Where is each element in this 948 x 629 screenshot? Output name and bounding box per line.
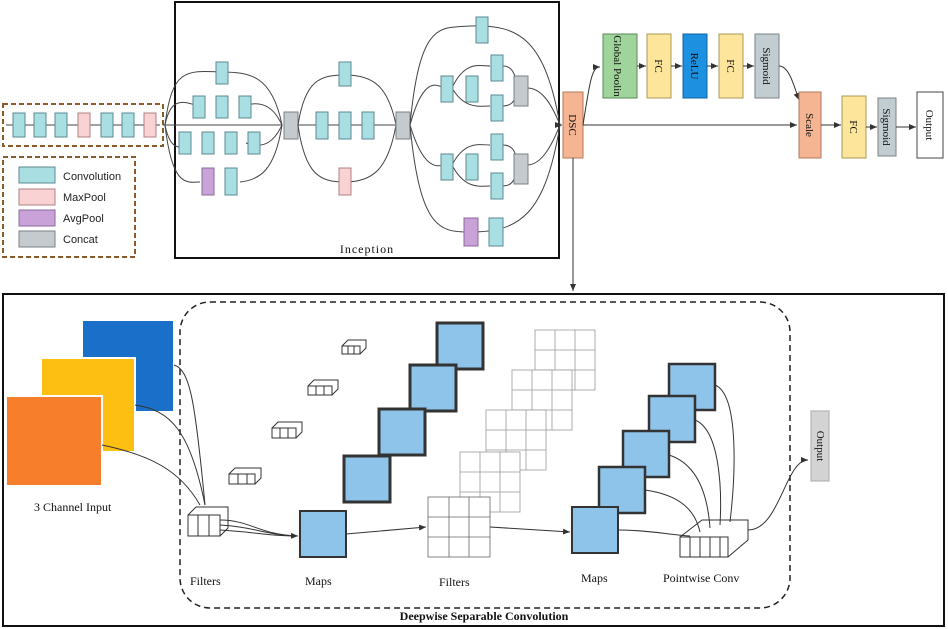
input-layer-strip [2,103,164,147]
se-fc1-box [646,33,672,99]
legend-label-concat: Concat [63,234,98,246]
head-output-box [916,91,944,159]
inc1-avgpool [201,167,215,196]
head-output-label: Output [923,110,935,141]
inc1-conv-r4 [224,167,238,196]
strip-conv-1 [12,112,26,138]
inc3-conv-b1d [490,94,504,122]
se-relu-label: ReLU [688,53,700,80]
inc2-concat [395,111,411,140]
dsc-output-box [810,410,830,482]
input-channel-orange [5,395,103,487]
inc3-conv-b2d [490,172,504,200]
scale-label: Scale [803,113,815,137]
dsc-node: DSC [562,91,584,159]
filters-label-2: Filters [439,575,470,589]
dsc-panel-title: Deepwise Separable Convolution [400,609,569,623]
filter-cuboids [228,339,367,485]
legend-label-maxpool: MaxPool [63,192,106,204]
legend-swatch-maxpool [18,188,56,206]
inc3-concat-2 [513,153,529,185]
se-sigmoid-label: Sigmoid [760,47,772,85]
inc1-conv-top [215,61,229,85]
legend-swatch-convolution [18,166,56,184]
maps-stack-2 [571,362,717,554]
inc3-avgpool [463,217,479,247]
maps-stack-1 [299,321,485,558]
inc1-conv-r3d [247,131,261,155]
pointwise-stack [679,519,749,558]
filters-stack-1 [187,506,229,537]
inc2-conv-top [338,61,352,87]
head-fc-box [841,95,867,159]
se-sigmoid-box [754,33,780,99]
inc1-conv-r3a [178,131,192,155]
head-block: Scale FC Sigmoid Output [798,91,944,159]
dsc-output-label: Output [814,431,826,462]
legend-label-avgpool: AvgPool [63,213,104,225]
inc3-conv-b2b [465,153,479,181]
inc1-conv-r3b [201,131,215,155]
inc2-maxpool [338,167,352,196]
legend-label-convolution: Convolution [63,171,121,183]
strip-conv-5 [121,112,135,138]
maps-label-2: Maps [581,571,608,585]
legend-swatch-avgpool [18,209,56,227]
inc3-conv-bottom [488,217,504,247]
head-fc-label: FC [847,120,859,133]
strip-conv-3 [54,112,68,138]
maps-label-1: Maps [305,574,332,588]
inc3-conv-b1a [440,75,454,103]
se-fc2-label: FC [724,59,736,72]
inception-title: Inception [340,242,394,256]
inc3-conv-top [475,16,489,44]
legend-swatch-concat [18,230,56,248]
inc2-conv-b [338,111,352,140]
pointwise-label: Pointwise Conv [663,571,739,585]
inc3-conv-b1c [490,54,504,82]
se-global-pool-label: Global Poolin [611,35,623,97]
inc3-conv-b1b [465,75,479,103]
inc1-conv-r2a [192,95,206,119]
head-sigmoid-label: Sigmoid [880,108,892,146]
strip-conv-2 [33,112,47,138]
input-label: 3 Channel Input [34,500,112,514]
filters-label-1: Filters [190,574,221,588]
strip-maxpool-1 [77,112,91,138]
inc2-conv-a [315,111,329,140]
inc3-conv-b2c [490,133,504,161]
inception-module: Inception [163,1,561,259]
inc1-conv-r2b [215,95,229,119]
se-fc1-label: FC [652,59,664,72]
inc3-concat-1 [513,75,529,107]
legend: Convolution MaxPool AvgPool Concat [2,156,136,258]
inc1-conv-r3c [224,131,238,155]
dsc-label: DSC [566,114,578,135]
se-relu-box [682,33,708,99]
inc1-concat [283,111,299,140]
inc3-conv-b2a [440,153,454,181]
inc2-conv-c [361,111,375,140]
se-global-pool-box [602,33,638,99]
filter-grids [427,329,596,558]
se-block: Global Poolin FC ReLU FC Sigmoid [602,33,800,101]
inc1-conv-r2c [238,95,252,119]
dsc-panel: 3 Channel Input Filters [2,293,945,627]
strip-conv-4 [100,112,114,138]
strip-maxpool-2 [143,112,157,138]
